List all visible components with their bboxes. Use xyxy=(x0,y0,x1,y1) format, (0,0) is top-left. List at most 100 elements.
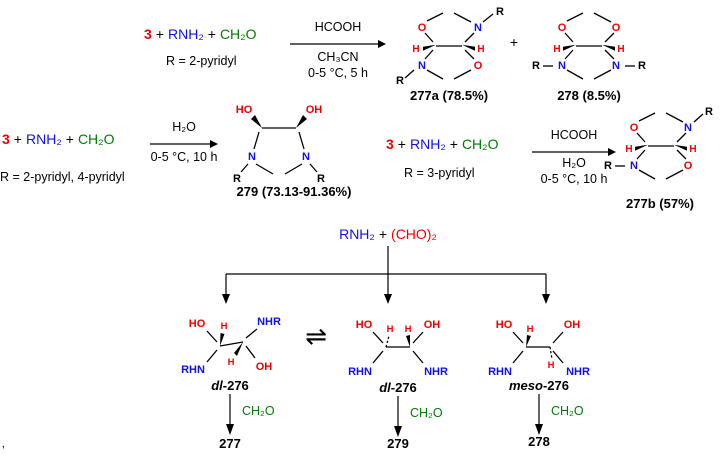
plus-sign: + xyxy=(207,26,216,42)
stray-mark: ‚ xyxy=(2,436,5,450)
rxn3-r-definition: R = 3-pyridyl xyxy=(404,166,475,180)
stereo-wedges xyxy=(423,44,475,51)
stereo-descriptor: meso xyxy=(509,378,543,393)
compound-3-label: 3 xyxy=(144,26,152,42)
plus-sign: + xyxy=(378,226,388,242)
wedge-bond xyxy=(406,335,410,347)
stereo-hydrogen: H xyxy=(387,324,394,335)
stereo-wedges xyxy=(635,144,687,151)
rxn2-temperature: 0-5 °C, 10 h xyxy=(150,150,218,164)
structure-dl-276-middle: HO OH RHN NHR H H xyxy=(348,319,448,378)
compound-3-label: 3 xyxy=(386,136,394,152)
r-group: R xyxy=(233,173,241,185)
compound-number: -276 xyxy=(222,378,249,393)
stereo-hydrogen: H xyxy=(617,44,624,55)
stereo-hydrogen: H xyxy=(405,324,412,335)
stereo-hydrogen: H xyxy=(527,324,534,335)
hydroxyl-group: OH xyxy=(424,319,441,331)
rxn3-temperature: 0-5 °C, 10 h xyxy=(540,172,608,186)
rxn1-r-definition: R = 2-pyridyl xyxy=(166,54,237,68)
arrow-dl276-to-279 xyxy=(394,396,402,437)
nitrogen-atom: N xyxy=(558,60,566,72)
amine-group: NHR xyxy=(566,366,590,378)
label-277b: 277b (57%) xyxy=(626,196,694,211)
stereo-hydrogen: H xyxy=(553,44,560,55)
rxn2-r-definition: R = 2-pyridyl, 4-pyridyl xyxy=(0,170,125,184)
compound-number: -276 xyxy=(542,378,569,393)
hash-bond xyxy=(549,346,553,360)
label-dl-276-middle: dl-276 xyxy=(338,380,458,395)
stereo-hydrogen: H xyxy=(477,44,484,55)
oxygen-atom: O xyxy=(612,22,621,34)
amine-group: NHR xyxy=(424,366,448,378)
stereo-descriptor: dl xyxy=(379,380,391,395)
hydroxyl-group: OH xyxy=(564,319,581,331)
structure-meso-276: HO OH RHN NHR H H xyxy=(488,319,590,378)
r-group: R xyxy=(532,60,540,72)
plus-sign: + xyxy=(13,131,22,147)
plus-sign: + xyxy=(397,136,406,152)
rxn3-reactants: 3+RNH₂+CH₂O xyxy=(386,136,498,152)
rxn1-reactants: 3+RNH₂+CH₂O xyxy=(144,26,256,42)
plus-sign: + xyxy=(65,131,74,147)
bonds xyxy=(404,12,494,80)
compound-3-label: 3 xyxy=(2,131,10,147)
amine-group: RHN xyxy=(181,364,205,376)
structure-279: HO OH N N R R xyxy=(233,104,325,185)
rxn3-solvent: H₂O xyxy=(562,156,586,170)
rxn1-solvent: CH₃CN xyxy=(317,50,359,64)
bonds xyxy=(372,331,424,364)
arrow-reagent-formaldehyde: CH₂O xyxy=(551,404,584,418)
label-279-bottom: 279 xyxy=(387,436,409,451)
oxygen-atom: O xyxy=(474,60,483,72)
nitrogen-atom: N xyxy=(684,122,692,134)
nitrogen-atom: N xyxy=(474,22,482,34)
r-group: R xyxy=(396,75,404,87)
stereo-hydrogen: H xyxy=(689,144,696,155)
structure-dl-276-left: HO NHR RHN OH H H xyxy=(181,316,281,376)
hydroxyl-group: HO xyxy=(189,318,206,330)
r-group: R xyxy=(317,173,325,185)
stereo-wedges xyxy=(563,44,615,51)
stereo-hydrogen: H xyxy=(228,357,235,368)
rxn3-condition-above: HCOOH xyxy=(550,128,598,142)
stereo-descriptor: dl xyxy=(211,378,223,393)
bonds xyxy=(240,127,318,175)
amine-formula: RNH₂ xyxy=(339,226,375,242)
stereo-hydrogen: H xyxy=(625,144,632,155)
label-meso-276: meso-276 xyxy=(474,378,604,393)
structure-277a: O N R N O R H H xyxy=(396,6,504,87)
amine-group: NHR xyxy=(257,316,281,328)
arrow-dl276-to-277 xyxy=(226,394,234,435)
rxn1-arrow xyxy=(290,40,386,48)
nitrogen-atom: N xyxy=(248,151,256,163)
stereo-wedges xyxy=(251,115,307,128)
label-278-bottom: 278 xyxy=(528,434,550,449)
hash-bond xyxy=(385,335,390,348)
label-279: 279 (73.13-91.36%) xyxy=(236,184,352,199)
branch-connector-arrows xyxy=(222,246,550,304)
amine-group: RHN xyxy=(348,366,372,378)
equilibrium-arrows: ⇌ xyxy=(305,322,327,352)
r-group: R xyxy=(604,160,612,172)
arrow-reagent-formaldehyde: CH₂O xyxy=(242,404,275,418)
bonds xyxy=(206,328,258,363)
r-group: R xyxy=(705,106,713,118)
nitrogen-atom: N xyxy=(418,60,426,72)
plus-sign: + xyxy=(509,34,519,50)
hydroxyl-group: OH xyxy=(306,104,323,116)
label-dl-276-left: dl-276 xyxy=(170,378,290,393)
structure-277b: O N R N O R H H xyxy=(604,106,713,180)
formaldehyde-formula: CH₂O xyxy=(219,26,257,42)
compound-number: -276 xyxy=(390,380,417,395)
amine-formula: RNH₂ xyxy=(409,136,446,152)
label-278: 278 (8.5%) xyxy=(557,88,621,103)
bonds xyxy=(543,12,635,80)
hydroxyl-group: HO xyxy=(496,319,513,331)
amine-formula: RNH₂ xyxy=(167,26,204,42)
rxn3-arrow xyxy=(532,148,616,156)
label-277a: 277a (78.5%) xyxy=(409,88,489,103)
stereo-hydrogen: H xyxy=(548,360,555,371)
nitrogen-atom: N xyxy=(302,151,310,163)
